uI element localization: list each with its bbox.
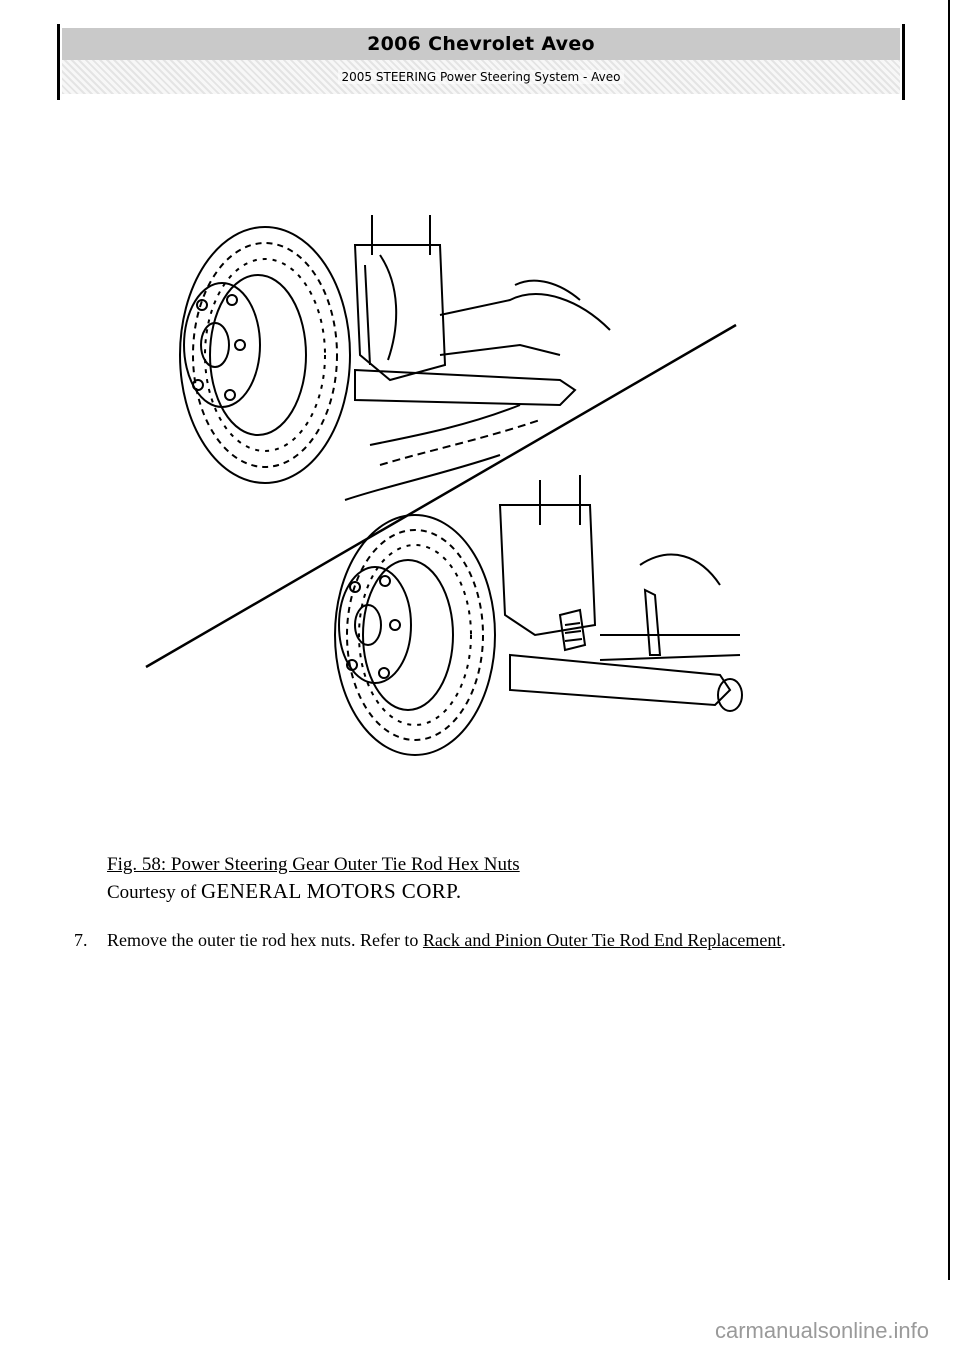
- step-suffix: .: [781, 930, 786, 950]
- step-text: Remove the outer tie rod hex nuts. Refer…: [107, 926, 874, 954]
- watermark: carmanualsonline.info: [715, 1318, 930, 1343]
- step-number: 7.: [74, 930, 88, 950]
- header-subtitle-band: 2005 STEERING Power Steering System - Av…: [62, 60, 900, 94]
- page-right-edge: [948, 0, 950, 1280]
- step-instruction: Remove the outer tie rod hex nuts. Refer…: [107, 930, 419, 950]
- figure-caption-title: Fig. 58: Power Steering Gear Outer Tie R…: [107, 854, 520, 875]
- header-title-band: 2006 Chevrolet Aveo: [62, 28, 900, 60]
- diagonal-divider: [145, 323, 737, 669]
- steering-illustration-svg: [145, 215, 743, 756]
- figure-courtesy: Courtesy of GENERAL MOTORS CORP.: [107, 878, 867, 906]
- page-title: 2006 Chevrolet Aveo: [367, 33, 595, 55]
- header-left-rule: [57, 24, 60, 100]
- figure-caption: Fig. 58: Power Steering Gear Outer Tie R…: [107, 852, 867, 906]
- courtesy-org: GENERAL MOTORS CORP.: [200, 879, 462, 903]
- procedure-step: 7. Remove the outer tie rod hex nuts. Re…: [74, 926, 874, 954]
- header-right-rule: [902, 24, 905, 100]
- page-subtitle: 2005 STEERING Power Steering System - Av…: [337, 70, 625, 84]
- courtesy-prefix: Courtesy of: [107, 882, 197, 903]
- upper-brake-assembly: [179, 215, 611, 501]
- figure-illustration: [140, 205, 760, 775]
- lower-brake-assembly: [334, 475, 743, 756]
- rack-pinion-tie-rod-link[interactable]: Rack and Pinion Outer Tie Rod End Replac…: [422, 930, 782, 950]
